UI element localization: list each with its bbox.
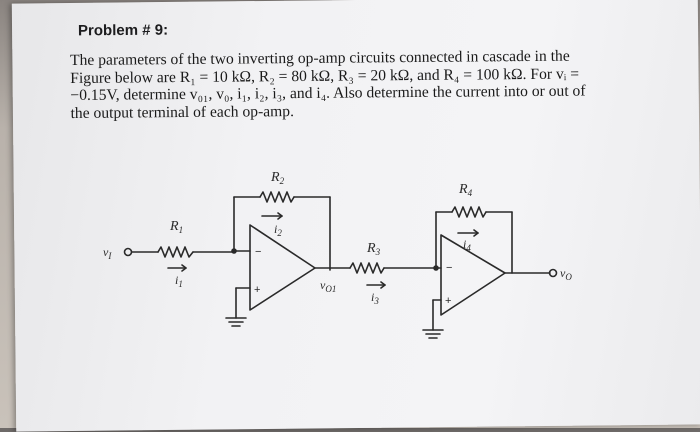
label-vi: vI <box>103 245 112 261</box>
resistor-r3 <box>349 262 385 274</box>
resistor-r1 <box>157 246 194 258</box>
label-r4: R4 <box>458 182 473 198</box>
label-r1: R1 <box>169 219 183 235</box>
label-i3: i3 <box>371 290 379 306</box>
label-i1: i1 <box>175 273 183 289</box>
output-terminal <box>548 268 558 278</box>
input-terminal <box>123 247 133 257</box>
opamp1-noninverting-mark: + <box>254 284 260 296</box>
op-amp-1 <box>249 224 316 311</box>
label-i2: i2 <box>274 222 282 238</box>
opamp2-noninverting-mark: + <box>445 295 451 307</box>
label-vo: vO <box>560 266 572 282</box>
opamp1-inverting-mark: − <box>255 246 261 258</box>
label-r3: R3 <box>366 241 381 257</box>
op-amp-2 <box>440 234 506 316</box>
label-vo1: vO1 <box>320 278 336 294</box>
label-r2: R2 <box>270 170 285 186</box>
resistor-r4 <box>451 206 487 218</box>
label-i4: i4 <box>463 237 471 253</box>
opamp2-inverting-mark: − <box>446 262 452 274</box>
resistor-r2 <box>259 191 295 203</box>
